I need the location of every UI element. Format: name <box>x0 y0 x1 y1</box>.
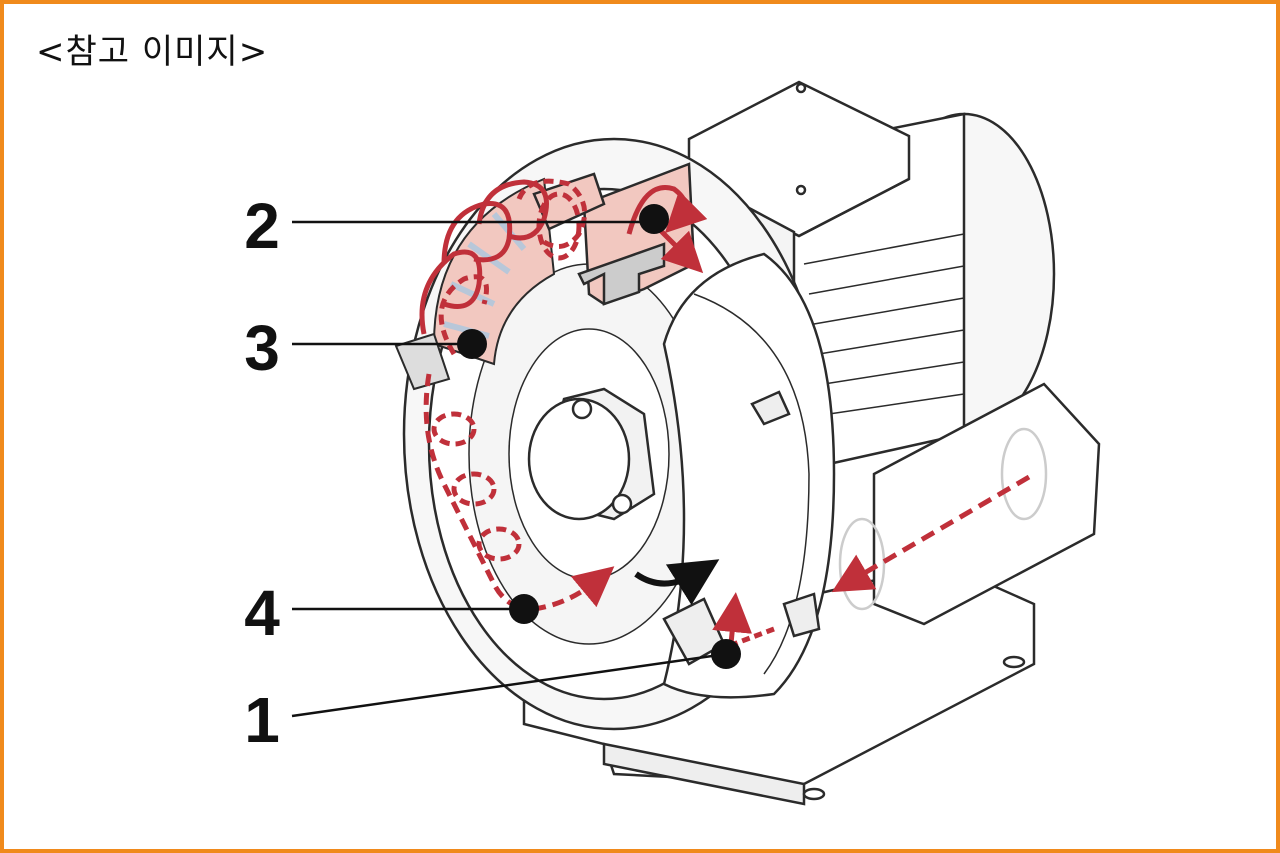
rotation-arrow-icon <box>634 559 720 606</box>
callout-leaders <box>291 220 727 718</box>
cover-plate <box>662 252 836 699</box>
callout-number-2: 2 <box>244 190 280 262</box>
callout-number-1: 1 <box>244 684 280 756</box>
blower-diagram <box>291 80 1101 806</box>
callout-marker-4 <box>509 594 539 624</box>
impeller-hub <box>527 387 656 521</box>
callout-number-4: 4 <box>244 577 280 649</box>
callout-marker-1 <box>711 639 741 669</box>
diagram-heading: <참고 이미지> <box>36 32 269 72</box>
callout-number-3: 3 <box>244 312 280 384</box>
callout-marker-3 <box>457 329 487 359</box>
flow-paths <box>419 178 1031 647</box>
callout-marker-2 <box>639 204 669 234</box>
